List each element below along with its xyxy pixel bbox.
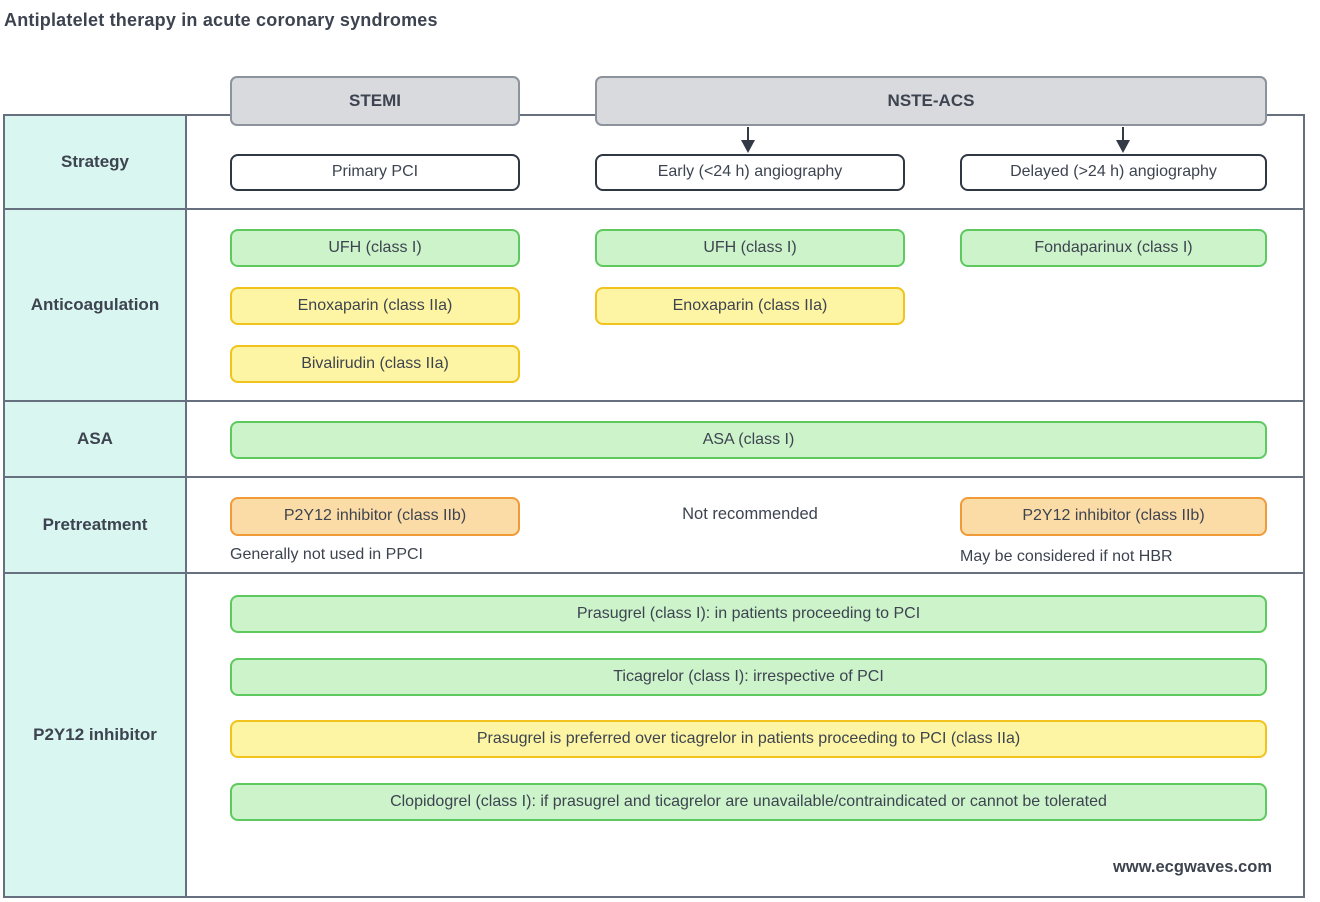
- anticoagulation-stemi-ufh: UFH (class I): [230, 229, 520, 267]
- row-label-p2y12-inhibitor: P2Y12 inhibitor: [33, 725, 157, 744]
- row-label-pretreatment: Pretreatment: [42, 515, 148, 534]
- row-label-asa: ASA: [77, 429, 113, 448]
- p2y12-box-prasugrel: Prasugrel (class I): in patients proceed…: [230, 595, 1267, 633]
- pretreatment-delayed-note: May be considered if not HBR: [960, 548, 1173, 565]
- row-label-anticoagulation: Anticoagulation: [30, 295, 160, 314]
- asa-box: ASA (class I): [230, 421, 1267, 459]
- page-title: Antiplatelet therapy in acute coronary s…: [4, 10, 438, 30]
- arrow-head-delayed-icon: [1116, 140, 1130, 153]
- strategy-box-delayed-angiography: Delayed (>24 h) angiography: [960, 154, 1267, 191]
- row-label-column: [5, 116, 187, 896]
- arrow-to-delayed-angiography: [1122, 127, 1124, 141]
- pretreatment-early-not-recommended: Not recommended: [682, 505, 818, 523]
- anticoagulation-early-enoxaparin: Enoxaparin (class IIa): [595, 287, 905, 325]
- row-divider: [5, 400, 1303, 402]
- p2y12-box-prasugrel-preferred: Prasugrel is preferred over ticagrelor i…: [230, 720, 1267, 758]
- anticoagulation-early-ufh: UFH (class I): [595, 229, 905, 267]
- p2y12-box-ticagrelor: Ticagrelor (class I): irrespective of PC…: [230, 658, 1267, 696]
- arrow-head-early-icon: [741, 140, 755, 153]
- column-header-stemi: STEMI: [230, 76, 520, 126]
- pretreatment-stemi-p2y12-box: P2Y12 inhibitor (class IIb): [230, 497, 520, 536]
- strategy-box-primary-pci: Primary PCI: [230, 154, 520, 191]
- column-header-nste-acs: NSTE-ACS: [595, 76, 1267, 126]
- row-label-strategy: Strategy: [60, 152, 130, 171]
- row-divider: [5, 208, 1303, 210]
- pretreatment-delayed-p2y12-box: P2Y12 inhibitor (class IIb): [960, 497, 1267, 536]
- row-divider: [5, 572, 1303, 574]
- anticoagulation-stemi-bivalirudin: Bivalirudin (class IIa): [230, 345, 520, 383]
- row-divider: [5, 476, 1303, 478]
- pretreatment-stemi-note: Generally not used in PPCI: [230, 546, 423, 563]
- anticoagulation-stemi-enoxaparin: Enoxaparin (class IIa): [230, 287, 520, 325]
- p2y12-box-clopidogrel: Clopidogrel (class I): if prasugrel and …: [230, 783, 1267, 821]
- watermark-text: www.ecgwaves.com: [1113, 858, 1272, 876]
- arrow-to-early-angiography: [747, 127, 749, 141]
- anticoagulation-delayed-fondaparinux: Fondaparinux (class I): [960, 229, 1267, 267]
- strategy-box-early-angiography: Early (<24 h) angiography: [595, 154, 905, 191]
